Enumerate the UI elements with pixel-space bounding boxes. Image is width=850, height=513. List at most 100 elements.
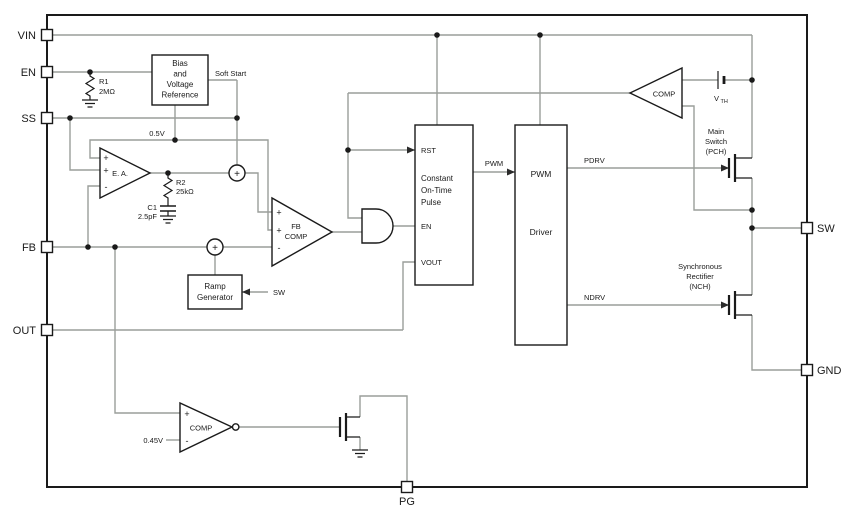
pin-gnd [800,363,814,377]
ramp-sw-label: SW [273,288,286,297]
pin-sw [800,221,814,235]
pg-ref-label: 0.45V [143,436,163,445]
pin-pg [400,480,414,494]
fbcomp-label-2: COMP [285,232,308,241]
sync-rect-label-1: Synchronous [678,262,722,271]
r2-ref: R2 [176,178,186,187]
pins: VIN EN SS FB OUT SW GND PG [13,28,842,508]
junction-dot [172,137,178,143]
ramp-generator-block: Ramp Generator SW [187,274,286,310]
bias-label-1: Bias [172,59,188,68]
pin-en-label: EN [21,67,36,79]
main-switch-label-2: Switch [705,137,727,146]
bias-label-2: and [173,70,186,79]
wire-pgfet-to-pin [359,395,408,481]
bias-reference-block: Bias and Voltage Reference [151,54,209,106]
driver-label-1: PWM [531,169,552,179]
resistor-r1: R1 2MΩ [82,72,115,108]
ramp-generator-box [187,274,243,310]
r1-symbol [84,72,96,100]
r2-symbol [162,173,174,206]
pg-comparator: + - COMP 0.45V [143,401,240,454]
sum2-circle [206,238,224,256]
pin-sw-label: SW [817,223,835,235]
cot-en-label: EN [421,222,431,231]
junction-dots [67,32,755,250]
cot-label-2: On-Time [421,186,452,195]
pwm-driver-block: PWM Driver [514,124,568,346]
soft-start-label: Soft Start [215,69,247,78]
pin-out [40,323,54,337]
fbcomp-plus-1: + [276,208,281,218]
wires [53,34,801,481]
junction-dot [165,170,171,176]
ilim-comparator: COMP V TH [628,66,728,120]
r1-value: 2MΩ [99,87,115,96]
cot-label-1: Constant [421,174,454,183]
compensation-network: R2 25kΩ C1 2.5pF [138,173,194,224]
ramp-label-1: Ramp [204,282,226,291]
c1-ref: C1 [147,203,157,212]
wire-sum1-to-fbcomp [245,172,272,213]
c1-ground-icon [160,211,176,224]
main-switch-label-1: Main [708,127,724,136]
summing-node-2: + [206,238,224,256]
pdrv-arrow-icon [721,164,729,172]
pin-ss-label: SS [21,113,36,125]
sync-rect-label-2: Rectifier [686,272,714,281]
junction-dot [345,147,351,153]
pin-ss [40,111,54,125]
junction-dot [87,69,93,75]
pin-vin [40,28,54,42]
r1-ground-icon [82,99,98,108]
ea-label: E. A. [112,169,128,178]
ramp-label-2: Generator [197,293,233,302]
junction-dot [234,115,240,121]
wire-ilim-sense [682,105,752,211]
junction-dot [67,115,73,121]
junction-dot [749,77,755,83]
vth-label-sub: TH [721,99,728,105]
sum1-circle [228,164,246,182]
nch-leads [735,294,752,316]
c1-value: 2.5pF [138,212,158,221]
junction-dot [434,32,440,38]
pin-vin-label: VIN [18,30,36,42]
wire-out-to-vout [53,261,415,331]
fbcomp-minus: - [278,243,281,253]
pch-leads [735,157,752,179]
cot-label-3: Pulse [421,198,442,207]
fb-comp-triangle [271,196,334,268]
pgfet-ground-icon [352,449,368,458]
ea-minus: - [105,182,108,192]
pin-en [40,65,54,79]
main-switch-label-3: (PCH) [706,147,727,156]
and-gate [361,208,394,244]
vref-label: 0.5V [149,129,164,138]
cot-box [414,124,474,286]
ea-plus-2: + [103,166,108,176]
vth-label: V [714,94,719,103]
pgfet-leads [346,416,360,438]
cot-rst-label: RST [421,146,436,155]
junction-dot [749,207,755,213]
pg-fet [338,413,368,458]
error-amp-triangle [99,146,152,200]
pin-fb-label: FB [22,242,36,254]
main-switch-pch: Main Switch (PCH) [705,127,752,182]
summing-node-1: + [228,164,246,182]
sync-rect-label-3: (NCH) [689,282,711,291]
wire-fb-to-pgcomp [114,247,180,414]
arrowheads [242,146,729,309]
fbcomp-label-1: FB [291,222,301,231]
pin-out-label: OUT [13,325,37,337]
pg-comp-label: COMP [190,424,213,433]
pwm-driver-box [514,124,568,346]
driver-label-2: Driver [530,227,553,237]
pin-fb [40,240,54,254]
pgcomp-inverter-bubble [231,423,240,431]
error-amp: + + - E. A. [99,146,152,200]
pgcomp-plus: + [184,409,189,419]
pgcomp-minus: - [186,436,189,446]
